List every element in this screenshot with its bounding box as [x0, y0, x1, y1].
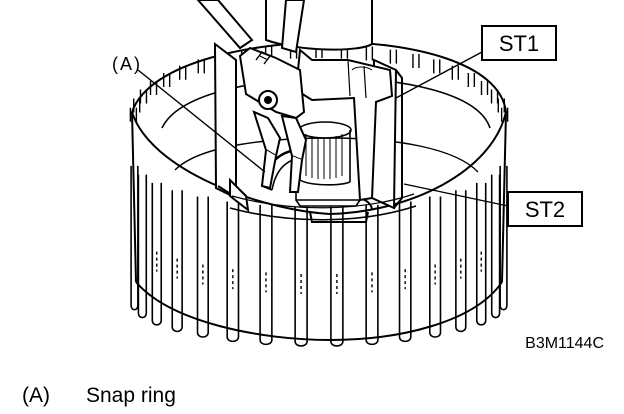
drum-back-spline [433, 59, 441, 74]
drum-back-spline [490, 89, 499, 104]
drum-back-spline [467, 72, 476, 87]
drum-spline [294, 206, 308, 347]
drum-splines [130, 165, 508, 347]
label-a-text: (A) [112, 54, 142, 74]
figure-code: B3M1144C [525, 335, 604, 352]
drum-spline [171, 190, 183, 333]
legend-key: (A) [22, 384, 50, 407]
drum-back-spline [197, 59, 205, 74]
drum-back-spline [162, 72, 171, 87]
label-st2-text: ST2 [525, 197, 565, 222]
drum-spline [226, 201, 240, 343]
snap-ring-pliers [196, 0, 308, 193]
drum-spline [499, 165, 508, 311]
drum-back-spline [497, 98, 505, 113]
drum-back-splines [129, 44, 509, 122]
drum-back-spline [149, 80, 158, 95]
drum-back-spline [480, 80, 489, 95]
drum-back-spline [412, 53, 420, 68]
drum-spline [330, 206, 344, 347]
drum-spline [429, 196, 442, 338]
label-st1-box [481, 25, 557, 61]
drum-spline [151, 182, 163, 326]
drum-spline [475, 182, 487, 326]
drum-spline [137, 174, 148, 319]
legend: (A) Snap ring [22, 384, 176, 407]
drum-back-spline [500, 107, 509, 122]
label-st1: ST1 [481, 25, 557, 61]
drum-spline [259, 204, 273, 346]
drum-spline [398, 201, 412, 343]
drum-spline [490, 174, 501, 319]
label-st2: ST2 [507, 191, 583, 227]
drum-back-spline [178, 65, 187, 80]
drum-back-spline [365, 46, 374, 61]
drum-back-spline [139, 89, 148, 104]
leader-st1 [395, 51, 483, 99]
drum-back-spline [129, 107, 138, 122]
legend-text: Snap ring [86, 384, 176, 407]
leader-lines [137, 51, 509, 207]
drum-back-spline [133, 98, 141, 113]
leader-a [137, 69, 266, 173]
label-st1-text: ST1 [499, 31, 539, 56]
drum-spline [455, 190, 467, 333]
drum-back-spline [389, 49, 398, 64]
leader-st2 [403, 183, 509, 207]
drum-spline [196, 196, 209, 338]
label-st2-box [507, 191, 583, 227]
drum-spline [365, 204, 379, 346]
